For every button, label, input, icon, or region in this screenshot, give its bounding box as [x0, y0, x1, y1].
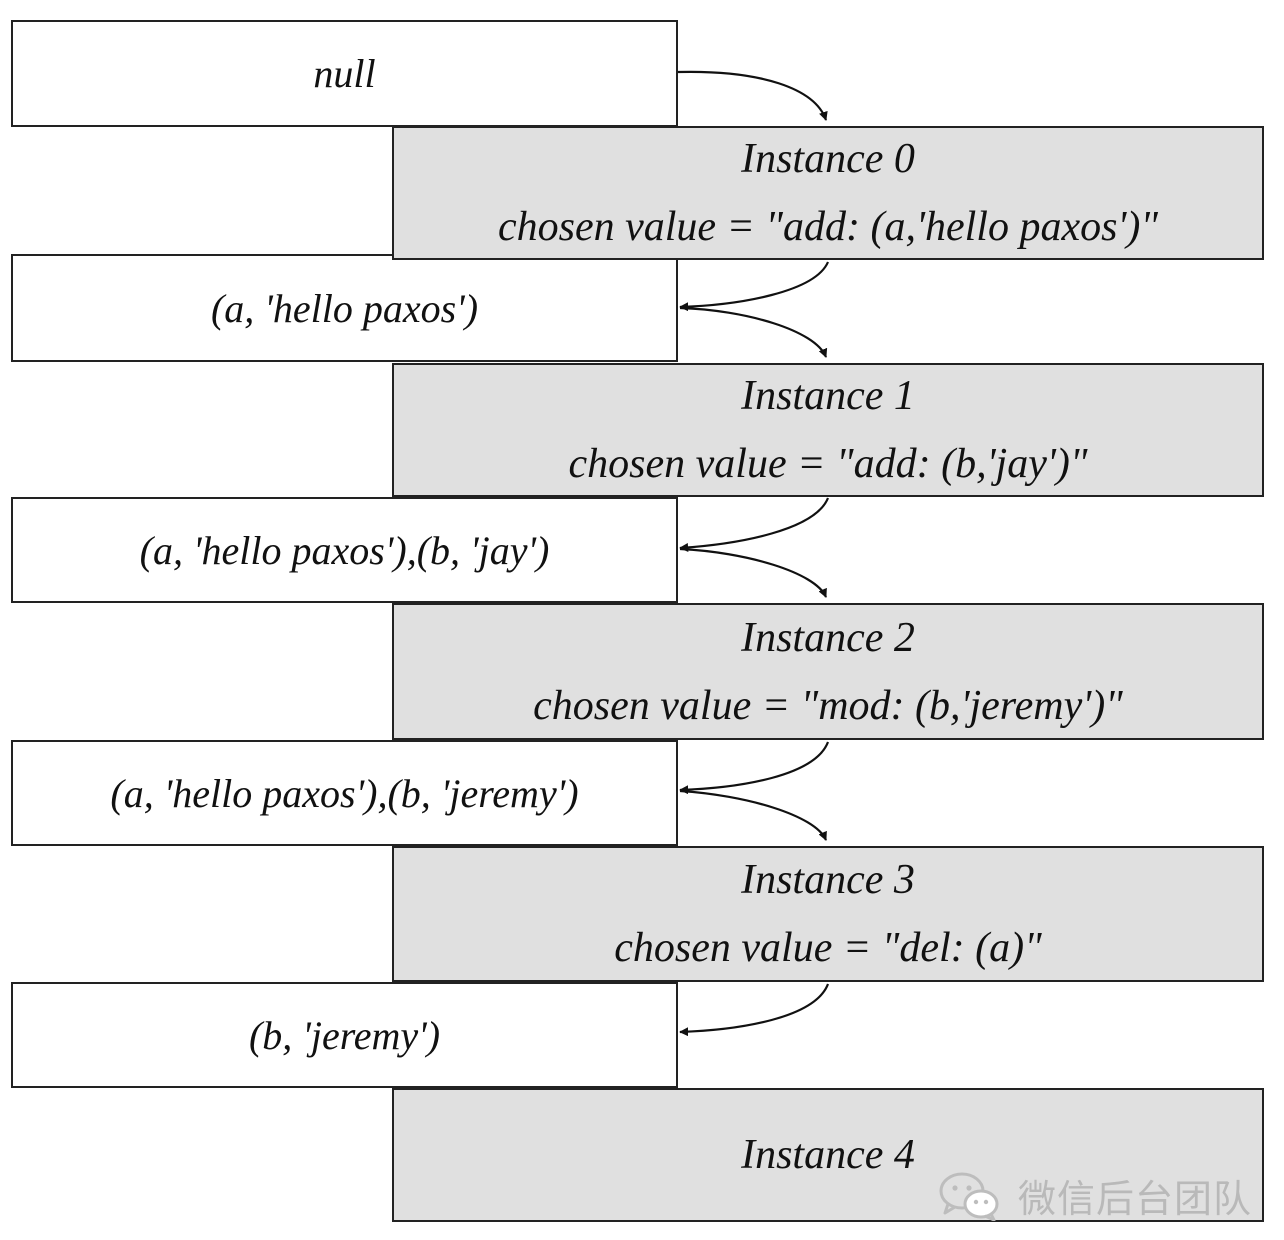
wechat-logo-icon — [939, 1172, 999, 1221]
arrow-instance-0-to-state-1 — [679, 261, 830, 312]
arrow-state-2-to-instance-2 — [679, 547, 828, 598]
instance-chosen-value: chosen value = "add: (b,'jay')" — [568, 441, 1088, 487]
watermark: 微信后台团队 — [938, 1168, 1252, 1223]
instance-chosen-value: chosen value = "mod: (b,'jeremy')" — [533, 682, 1123, 729]
state-box-after-instance-1: (a, 'hello paxos'),(b, 'jay') — [11, 497, 678, 603]
state-text: (a, 'hello paxos') — [210, 285, 479, 331]
state-text: null — [313, 51, 376, 96]
instance-box-0: Instance 0 chosen value = "add: (a,'hell… — [392, 126, 1264, 260]
state-text: (a, 'hello paxos'),(b, 'jeremy') — [110, 770, 579, 816]
instance-title: Instance 3 — [741, 857, 915, 903]
arrow-instance-3-to-state-4 — [679, 983, 830, 1037]
state-box-after-instance-3: (b, 'jeremy') — [11, 982, 678, 1088]
instance-title: Instance 1 — [741, 373, 915, 419]
state-box-after-instance-0: (a, 'hello paxos') — [11, 254, 678, 362]
instance-box-4: Instance 4 — [392, 1088, 1264, 1222]
arrow-instance-1-to-state-2 — [679, 497, 830, 552]
arrow-state-null-to-instance-0 — [677, 70, 828, 121]
instance-title: Instance 0 — [741, 136, 915, 182]
state-text: (b, 'jeremy') — [248, 1012, 441, 1058]
instance-chosen-value: chosen value = "del: (a)" — [614, 925, 1042, 971]
instance-title: Instance 4 — [741, 1132, 915, 1178]
state-box-after-instance-2: (a, 'hello paxos'),(b, 'jeremy') — [11, 740, 678, 846]
instance-title: Instance 2 — [741, 614, 915, 661]
state-box-null: null — [11, 20, 678, 127]
instance-chosen-value: chosen value = "add: (a,'hello paxos')" — [497, 204, 1159, 250]
instance-box-3: Instance 3 chosen value = "del: (a)" — [392, 846, 1264, 982]
instance-box-1: Instance 1 chosen value = "add: (b,'jay'… — [392, 363, 1264, 497]
instance-box-2: Instance 2 chosen value = "mod: (b,'jere… — [392, 603, 1264, 740]
arrow-state-3-to-instance-3 — [679, 789, 828, 841]
arrow-state-1-to-instance-1 — [679, 306, 828, 358]
state-text: (a, 'hello paxos'),(b, 'jay') — [139, 527, 550, 573]
arrow-instance-2-to-state-3 — [679, 741, 830, 795]
watermark-text: 微信后台团队 — [1018, 1177, 1253, 1221]
